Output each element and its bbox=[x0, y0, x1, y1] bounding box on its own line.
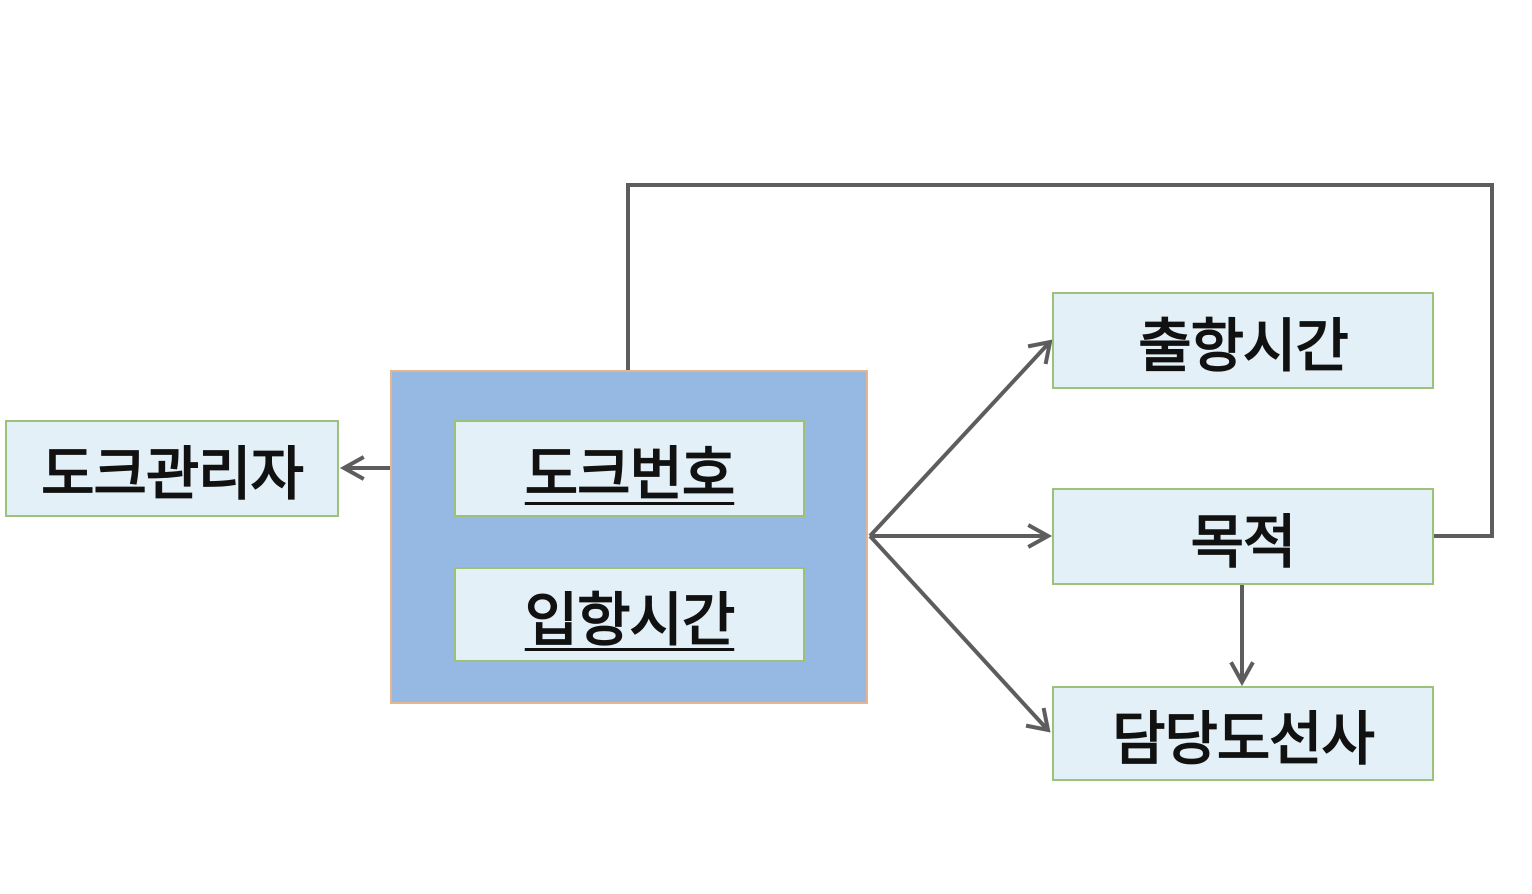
pilot-box: 담당도선사 bbox=[1052, 686, 1434, 781]
pilot-label: 담당도선사 bbox=[1112, 704, 1375, 773]
arrow-destination-to-pilot bbox=[1229, 584, 1255, 687]
destination-label: 목적 bbox=[1190, 507, 1297, 576]
dock-manager-label: 도크관리자 bbox=[41, 439, 304, 508]
arrow-composite-to-destination bbox=[870, 523, 1053, 549]
departure-time-box: 출항시간 bbox=[1052, 292, 1434, 389]
arrow-composite-to-departure-time bbox=[868, 339, 1053, 538]
arrival-time-box: 입항시간 bbox=[454, 567, 805, 662]
arrow-composite-to-pilot bbox=[868, 534, 1051, 733]
dock-manager-box: 도크관리자 bbox=[5, 420, 339, 517]
dock-number-box: 도크번호 bbox=[454, 420, 805, 517]
destination-box: 목적 bbox=[1052, 488, 1434, 585]
arrival-time-label: 입항시간 bbox=[524, 585, 735, 654]
departure-time-label: 출항시간 bbox=[1138, 311, 1348, 380]
dock-number-label: 도크번호 bbox=[524, 439, 735, 508]
